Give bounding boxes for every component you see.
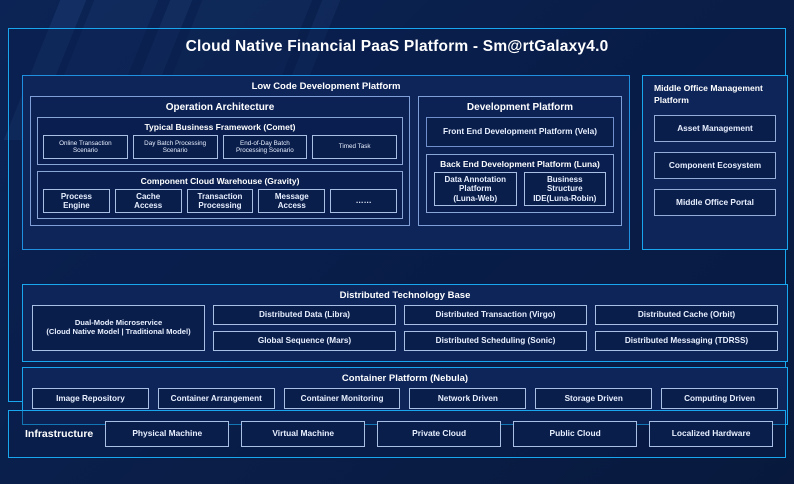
- box-timed-task[interactable]: Timed Task: [312, 135, 397, 159]
- distributed-technology-base-title: Distributed Technology Base: [339, 290, 471, 301]
- box-container-arrangement[interactable]: Container Arrangement: [157, 388, 275, 409]
- dtb-column-1: Distributed Data (Libra) Global Sequence…: [213, 305, 396, 351]
- group-component-cloud-warehouse[interactable]: Component Cloud Warehouse (Gravity) Proc…: [37, 171, 403, 219]
- group-back-end-development-platform-luna[interactable]: Back End Development Platform (Luna) Dat…: [426, 154, 614, 213]
- panel-distributed-technology-base[interactable]: Distributed Technology Base Dual-Mode Mi…: [22, 284, 788, 362]
- box-private-cloud[interactable]: Private Cloud: [377, 421, 502, 447]
- box-network-driven[interactable]: Network Driven: [409, 388, 527, 409]
- box-container-monitoring[interactable]: Container Monitoring: [283, 388, 401, 409]
- box-asset-management[interactable]: Asset Management: [654, 115, 776, 143]
- box-distributed-transaction-virgo[interactable]: Distributed Transaction (Virgo): [404, 305, 587, 325]
- dtb-column-2: Distributed Transaction (Virgo) Distribu…: [404, 305, 587, 351]
- box-localized-hardware[interactable]: Localized Hardware: [649, 421, 774, 447]
- box-physical-machine[interactable]: Physical Machine: [105, 421, 230, 447]
- box-end-of-day-batch-processing-scenario[interactable]: End-of-Day Batch Processing Scenario: [222, 135, 308, 159]
- subpanel-operation-architecture[interactable]: Operation Architecture Typical Business …: [30, 96, 410, 226]
- panel-container-platform[interactable]: Container Platform (Nebula) Image Reposi…: [22, 367, 788, 425]
- box-storage-driven[interactable]: Storage Driven: [535, 388, 653, 409]
- box-cache-access[interactable]: Cache Access: [114, 189, 182, 213]
- box-global-sequence-mars[interactable]: Global Sequence (Mars): [213, 331, 396, 351]
- low-code-title: Low Code Development Platform: [251, 81, 401, 92]
- platform-frame: Cloud Native Financial PaaS Platform - S…: [8, 28, 788, 425]
- box-virtual-machine[interactable]: Virtual Machine: [241, 421, 366, 447]
- panel-infrastructure[interactable]: Infrastructure Physical Machine Virtual …: [8, 410, 786, 458]
- group-typical-business-framework[interactable]: Typical Business Framework (Comet) Onlin…: [37, 117, 403, 165]
- box-day-batch-processing-scenario[interactable]: Day Batch Processing Scenario: [132, 135, 218, 159]
- box-online-transaction-scenario[interactable]: Online Transaction Scenario: [43, 135, 128, 159]
- box-middle-office-portal[interactable]: Middle Office Portal: [654, 189, 776, 217]
- comet-group-title: Typical Business Framework (Comet): [144, 122, 296, 132]
- box-distributed-scheduling-sonic[interactable]: Distributed Scheduling (Sonic): [404, 331, 587, 351]
- subpanel-development-platform[interactable]: Development Platform Front End Developme…: [418, 96, 622, 226]
- infrastructure-label: Infrastructure: [25, 428, 94, 440]
- box-transaction-processing[interactable]: Transaction Processing: [186, 189, 254, 213]
- box-more-ellipsis[interactable]: ……: [330, 189, 397, 213]
- box-component-ecosystem[interactable]: Component Ecosystem: [654, 152, 776, 180]
- box-distributed-cache-orbit[interactable]: Distributed Cache (Orbit): [595, 305, 778, 325]
- page-title: Cloud Native Financial PaaS Platform - S…: [185, 38, 609, 55]
- development-platform-title: Development Platform: [466, 102, 574, 113]
- box-dual-mode-microservice[interactable]: Dual-Mode Microservice (Cloud Native Mod…: [32, 305, 205, 351]
- dtb-column-3: Distributed Cache (Orbit) Distributed Me…: [595, 305, 778, 351]
- box-image-repository[interactable]: Image Repository: [32, 388, 149, 409]
- middle-office-title: Middle Office Management Platform: [654, 83, 763, 105]
- container-platform-title: Container Platform (Nebula): [341, 373, 469, 384]
- operation-architecture-title: Operation Architecture: [165, 102, 275, 113]
- box-process-engine[interactable]: Process Engine: [43, 189, 110, 213]
- box-distributed-data-libra[interactable]: Distributed Data (Libra): [213, 305, 396, 325]
- box-computing-driven[interactable]: Computing Driven: [661, 388, 778, 409]
- box-data-annotation-platform-luna-web[interactable]: Data Annotation Platform (Luna-Web): [434, 172, 517, 206]
- box-distributed-messaging-tdrss[interactable]: Distributed Messaging (TDRSS): [595, 331, 778, 351]
- box-message-access[interactable]: Message Access: [258, 189, 326, 213]
- luna-group-title: Back End Development Platform (Luna): [440, 159, 600, 169]
- panel-middle-office-management-platform[interactable]: Middle Office Management Platform Asset …: [642, 75, 788, 250]
- panel-low-code-development-platform[interactable]: Low Code Development Platform Operation …: [22, 75, 630, 250]
- box-front-end-development-platform-vela[interactable]: Front End Development Platform (Vela): [426, 117, 614, 147]
- box-business-structure-ide-luna-robin[interactable]: Business Structure IDE(Luna-Robin): [523, 172, 606, 206]
- box-public-cloud[interactable]: Public Cloud: [513, 421, 638, 447]
- gravity-group-title: Component Cloud Warehouse (Gravity): [140, 176, 300, 186]
